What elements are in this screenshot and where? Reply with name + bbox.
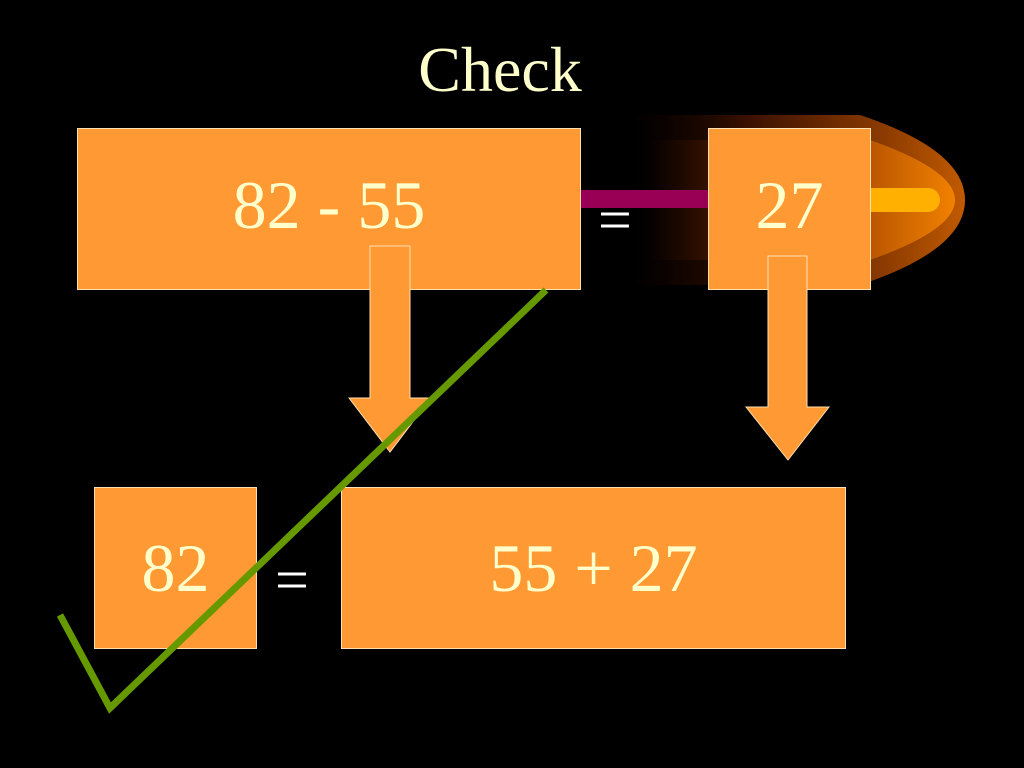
top-expression-box: 82 - 55 [77,128,581,290]
bottom-equals-sign: = [275,547,309,613]
page-title: Check [418,34,582,105]
down-arrow-icon [347,245,433,453]
top-expression-text: 82 - 55 [232,167,426,243]
bottom-expression-text: 55 + 27 [489,530,698,606]
bottom-value-text: 82 [141,530,210,606]
connector-bar [580,190,710,208]
bottom-value-box: 82 [94,487,257,649]
bottom-expression-box: 55 + 27 [341,487,846,649]
top-equals-sign: = [598,187,632,253]
check-mark-icon [56,287,549,714]
top-result-text: 27 [755,167,824,243]
down-arrow-icon [744,255,831,461]
